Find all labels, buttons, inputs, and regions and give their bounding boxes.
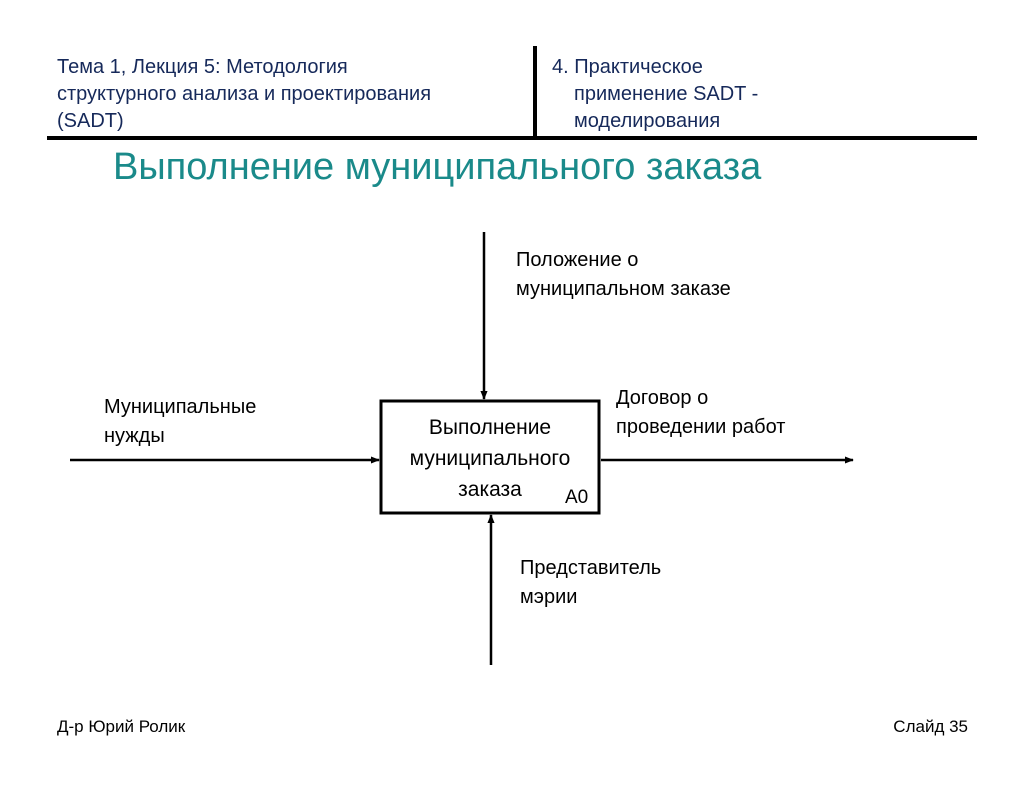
control-label: Положение о муниципальном заказе: [516, 246, 731, 304]
output-label-line: проведении работ: [616, 416, 786, 438]
function-box: [379, 399, 601, 515]
header-vertical-divider: [533, 46, 537, 138]
header-topic-line: (SADT): [57, 110, 124, 132]
function-box-label-line: муниципального: [409, 447, 571, 470]
mechanism-label-line: Представитель: [520, 557, 662, 579]
footer-slide-number: Слайд 35: [893, 717, 968, 736]
mechanism-label: Представитель мэрии: [520, 554, 661, 612]
function-box-label-line: заказа: [458, 478, 522, 501]
header-topic-line: Тема 1, Лекция 5: Методология: [57, 56, 348, 78]
control-label-line: Положение о: [516, 249, 639, 271]
header-topic-line: структурного анализа и проектирования: [57, 83, 432, 105]
function-box-label-line: Выполнение: [428, 416, 552, 439]
header-section: 4. Практическое применение SADT - модели…: [552, 54, 972, 135]
header-section-line: применение SADT -: [574, 83, 759, 105]
header-topic: Тема 1, Лекция 5: Методология структурно…: [57, 54, 527, 135]
function-box-code: A0: [565, 487, 589, 508]
output-label-line: Договор о: [616, 387, 709, 409]
slide-title: Выполнение муниципального заказа: [113, 146, 762, 188]
control-label-line: муниципальном заказе: [516, 278, 731, 300]
header-horizontal-divider: [47, 136, 977, 140]
footer-author: Д-р Юрий Ролик: [57, 717, 186, 736]
input-label: Муниципальные нужды: [104, 393, 256, 451]
output-label: Договор о проведении работ: [616, 384, 785, 442]
input-label-line: нужды: [104, 425, 165, 447]
header-section-line: 4. Практическое: [552, 56, 703, 78]
mechanism-label-line: мэрии: [520, 586, 578, 608]
input-label-line: Муниципальные: [104, 396, 257, 418]
function-box-label: Выполнение муниципального заказа: [381, 412, 599, 505]
header-section-line: моделирования: [574, 110, 721, 132]
